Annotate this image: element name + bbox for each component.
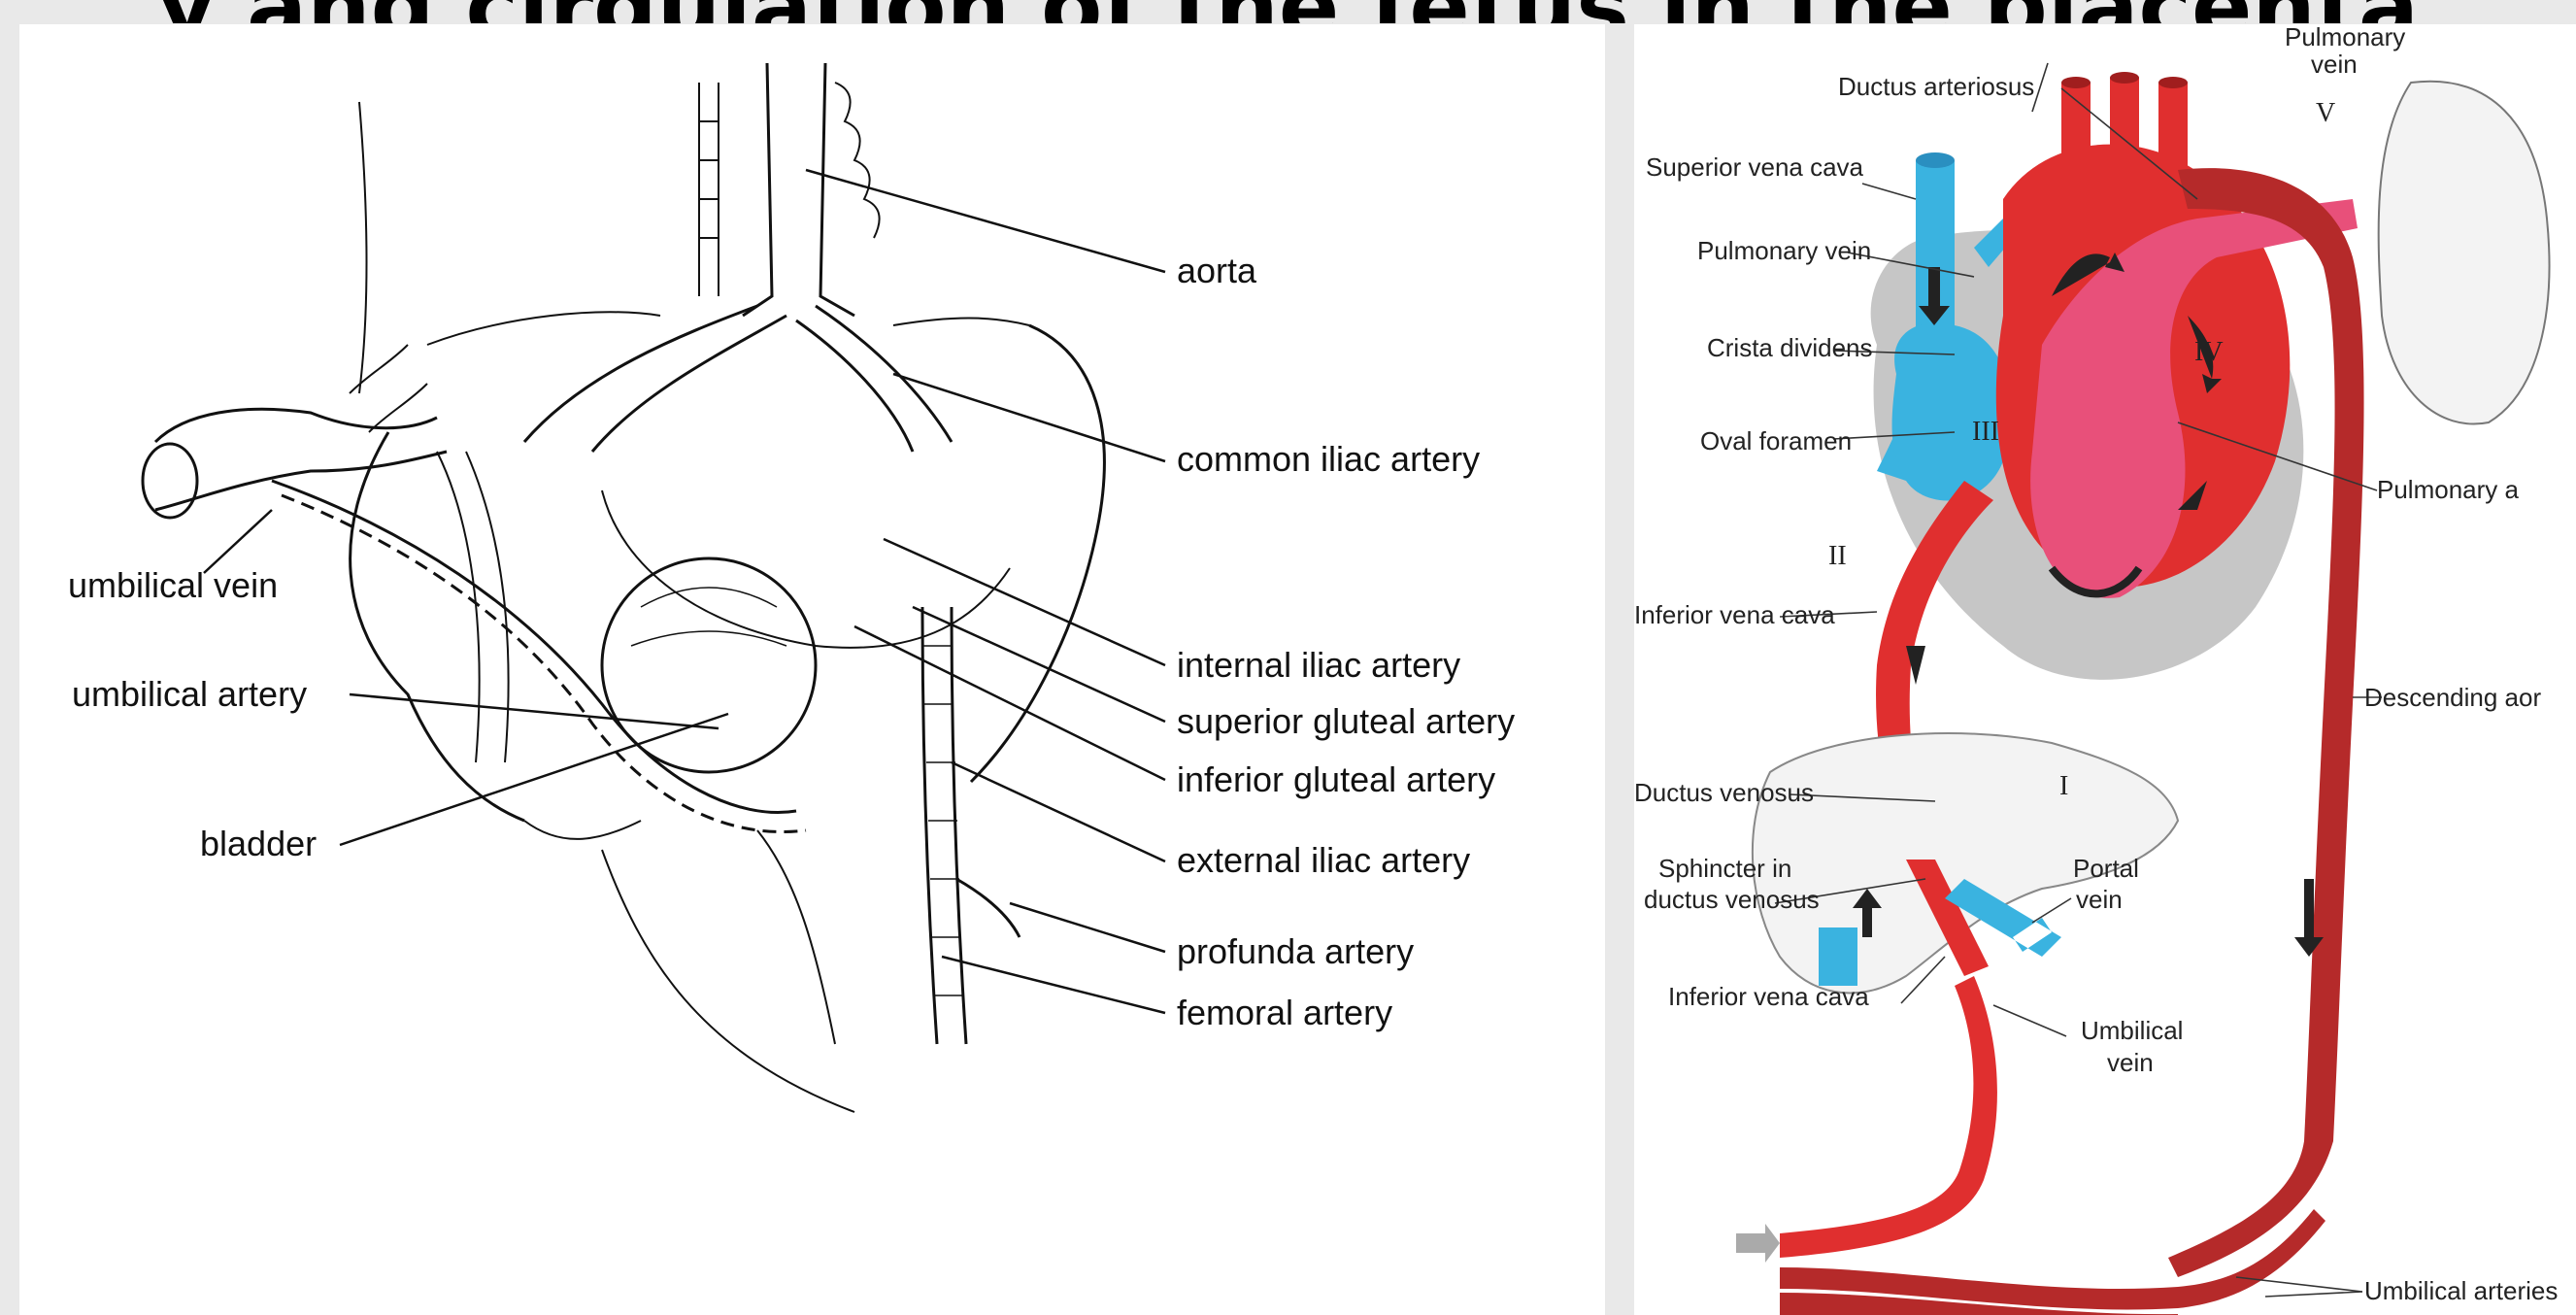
label-pulmonary-vein-top-1: Pulmonary	[2285, 24, 2405, 51]
label-inferior-vena-cava-lower: Inferior vena cava	[1668, 982, 1869, 1011]
label-umbilical-vein: umbilical vein	[68, 565, 278, 605]
roman-iii: III	[1972, 417, 1999, 447]
label-internal-iliac-artery: internal iliac artery	[1177, 645, 1460, 685]
page-heading: y and cirgulation of the fetus in the pl…	[0, 0, 2576, 23]
common-iliac-shape	[524, 306, 786, 452]
label-umbilical-artery: umbilical artery	[72, 674, 307, 714]
roman-v: V	[2316, 98, 2335, 128]
label-pulmonary-artery: Pulmonary a	[2377, 475, 2519, 504]
label-ductus-venosus: Ductus venosus	[1634, 778, 1814, 807]
fetal-circulation-diagram: Pulmonary vein Ductus arteriosus Superio…	[1634, 24, 2576, 1315]
roman-ii: II	[1828, 541, 1847, 571]
label-oval-foramen: Oval foramen	[1700, 426, 1852, 455]
label-umbilical-vein-1: Umbilical	[2081, 1016, 2183, 1045]
label-sphincter-1: Sphincter in	[1658, 854, 1791, 883]
fetal-circulation-illustration: Pulmonary vein Ductus arteriosus Superio…	[1634, 24, 2576, 1315]
label-pulmonary-vein: Pulmonary vein	[1697, 236, 1871, 265]
label-femoral-artery: femoral artery	[1177, 993, 1392, 1032]
label-crista-dividens: Crista dividens	[1707, 333, 1873, 362]
label-inferior-gluteal-artery: inferior gluteal artery	[1177, 759, 1495, 799]
label-portal-vein-2: vein	[2076, 885, 2123, 914]
label-inferior-vena-cava-upper: Inferior vena cava	[1634, 600, 1835, 629]
right-atrium-shape	[1892, 322, 2011, 500]
umbilical-cord-shape	[155, 409, 447, 510]
label-bladder: bladder	[200, 824, 317, 863]
aorta-shape	[743, 63, 854, 316]
label-superior-vena-cava: Superior vena cava	[1646, 152, 1864, 182]
label-umbilical-vein-2: vein	[2107, 1048, 2154, 1077]
label-external-iliac-artery: external iliac artery	[1177, 840, 1470, 880]
pelvis-outline	[351, 325, 1105, 821]
label-aorta: aorta	[1177, 251, 1257, 290]
umbilical-vein-shape	[1780, 976, 1997, 1258]
label-portal-vein-1: Portal	[2073, 854, 2139, 883]
lung-shape	[2379, 82, 2550, 424]
label-umbilical-arteries: Umbilical arteries	[2364, 1276, 2558, 1305]
label-ductus-arteriosus: Ductus arteriosus	[1838, 72, 2034, 101]
pelvic-arteries-diagram: aorta common iliac artery umbilical vein…	[19, 24, 1605, 1315]
pelvic-arteries-illustration: aorta common iliac artery umbilical vein…	[19, 24, 1605, 1315]
roman-i: I	[2059, 771, 2068, 801]
label-pulmonary-vein-top-2: vein	[2311, 50, 2358, 79]
femoral-artery-shape	[922, 607, 966, 1044]
label-profunda-artery: profunda artery	[1177, 931, 1414, 971]
roman-iv: IV	[2194, 337, 2224, 367]
label-common-iliac-artery: common iliac artery	[1177, 439, 1480, 479]
label-descending-aorta: Descending aor	[2364, 683, 2541, 712]
label-superior-gluteal-artery: superior gluteal artery	[1177, 701, 1515, 741]
label-sphincter-2: ductus venosus	[1644, 885, 1820, 914]
